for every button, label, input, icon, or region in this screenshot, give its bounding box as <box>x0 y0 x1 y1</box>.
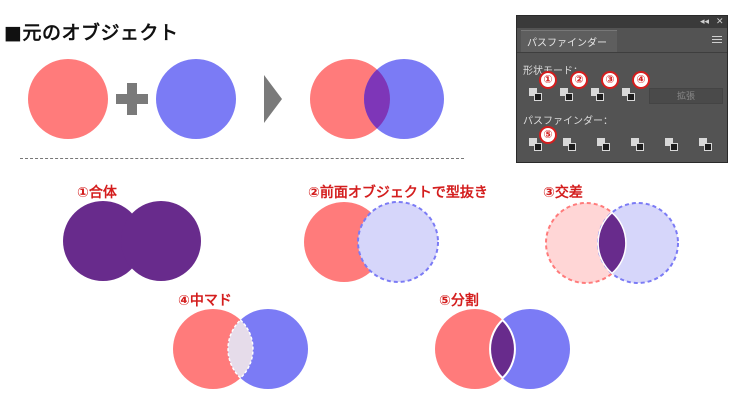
minus-back-button[interactable] <box>699 138 713 152</box>
tab-divider <box>517 52 727 53</box>
badge-2: ② <box>570 71 588 89</box>
badge-5: ⑤ <box>539 126 557 144</box>
intersect-result <box>545 202 679 284</box>
unite-button[interactable] <box>529 88 543 102</box>
divider <box>20 158 464 159</box>
label-minus-front: ②前面オブジェクトで型抜き <box>308 185 488 201</box>
tab-pathfinder[interactable] <box>521 30 617 53</box>
plus-icon-v <box>127 83 137 115</box>
original-objects <box>28 59 444 139</box>
badge-4: ④ <box>632 71 650 89</box>
tab-pathfinder-label: パスファインダー <box>527 38 607 49</box>
pink-circle <box>28 59 108 139</box>
label-intersect: ③交差 <box>543 185 583 201</box>
merge-button[interactable] <box>597 138 611 152</box>
minus-front-button[interactable] <box>560 88 574 102</box>
panel-titlebar[interactable] <box>517 16 727 28</box>
shape-modes-label: 形状モード： <box>523 66 583 77</box>
arrow-right-icon <box>264 75 282 123</box>
outline-button[interactable] <box>665 138 679 152</box>
badge-3: ③ <box>601 71 619 89</box>
label-divide: ⑤分割 <box>439 293 479 309</box>
crop-button[interactable] <box>631 138 645 152</box>
exclude-button[interactable] <box>622 88 636 102</box>
exclude-result <box>173 309 308 389</box>
collapse-icon[interactable]: ◂◂ <box>700 17 710 27</box>
pathfinders-label: パスファインダー： <box>523 116 613 127</box>
panel-menu-icon[interactable] <box>712 34 722 45</box>
label-unite: ①合体 <box>77 185 117 201</box>
badge-1: ① <box>539 71 557 89</box>
close-icon[interactable]: ✕ <box>716 17 724 27</box>
divide-button[interactable] <box>529 138 543 152</box>
combined-overlap <box>364 69 390 129</box>
page-title: ■元のオブジェクト <box>4 22 179 44</box>
minus-front-result <box>304 201 439 283</box>
unite-result <box>63 201 201 281</box>
trim-button[interactable] <box>563 138 577 152</box>
label-exclude: ④中マド <box>178 293 232 309</box>
blue-circle <box>156 59 236 139</box>
divide-result <box>435 309 570 389</box>
expand-button[interactable]: 拡張 <box>649 88 723 104</box>
intersect-button[interactable] <box>591 88 605 102</box>
